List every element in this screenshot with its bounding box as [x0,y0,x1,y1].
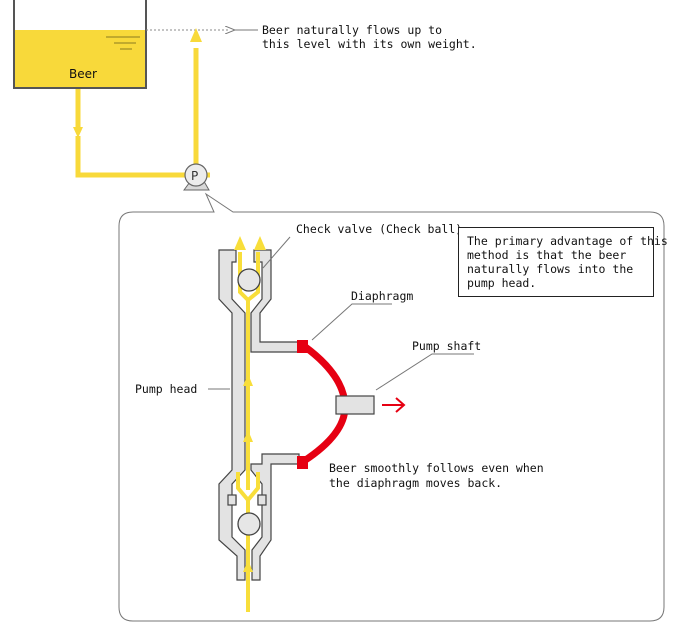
pipe-down-arrow-icon [73,127,83,138]
beer-fill [14,30,146,88]
pump-head-body [218,249,300,581]
pump-head-label: Pump head [135,382,197,396]
pump-shaft [335,395,375,415]
check-valve-label: Check valve (Check ball) [296,222,462,236]
flow-level-annotation: Beer naturally flows up to this level wi… [262,23,477,51]
flow-arrow-icons [234,236,266,572]
note-line: naturally flows into the [467,262,634,276]
check-valve-leader [262,236,291,269]
pump-symbol-icon: P [183,163,210,191]
pump-shaft-leader [375,353,474,391]
shaft-arrow-icon [382,397,406,413]
beer-flow [236,252,260,612]
diaphragm-label: Diaphragm [351,289,413,303]
beer-tank: Beer [13,0,147,89]
note-line: pump head. [467,276,537,290]
upper-check-ball [237,268,261,292]
pipe-up-arrow-icon [190,28,202,42]
diaphragm-clamp-bottom [297,456,308,469]
note-line: method is that the beer [467,248,627,262]
diaphragm-leader [311,303,392,341]
lower-check-ball [237,512,261,536]
advantage-note: The primary advantage of this method is … [458,227,668,297]
tank-walls [13,0,147,89]
follow-annotation: Beer smoothly follows even when the diap… [329,461,551,490]
diaphragm-clamp-top [297,340,308,353]
tank-label: Beer [69,67,97,81]
pump-symbol-text: P [191,169,198,183]
liquid-surface-icon [106,36,140,50]
note-line: The primary advantage of this [467,234,668,248]
pump-shaft-label: Pump shaft [412,339,481,353]
